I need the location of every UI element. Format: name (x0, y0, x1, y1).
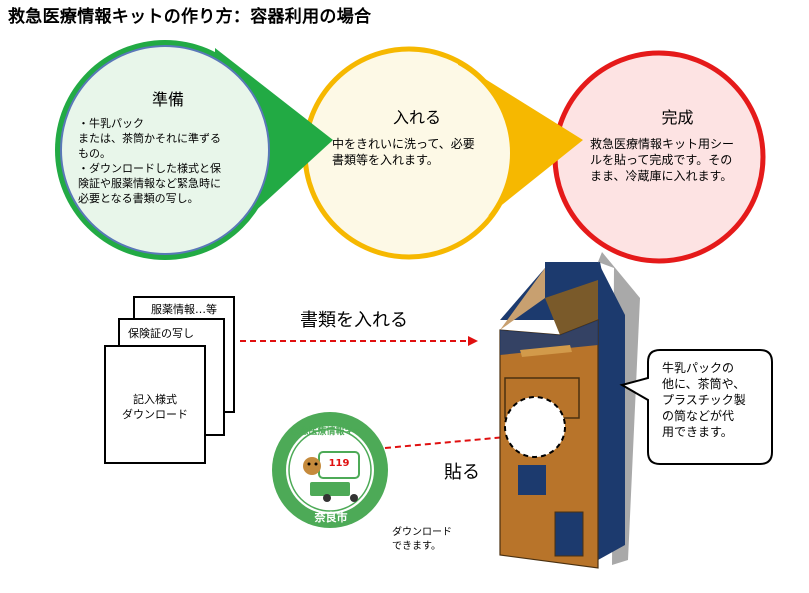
step-1-text: ・牛乳パック または、茶筒かそれに準ずる もの。 ・ダウンロードした様式と保 険… (78, 116, 258, 206)
document-label-form: 記入様式 ダウンロード (107, 392, 203, 422)
step-2-text: 中をきれいに洗って、必要 書類等を入れます。 (332, 136, 502, 168)
bubble-line: 用できます。 (662, 425, 733, 439)
step-3-line: ルを貼って完成です。その (590, 153, 733, 167)
bubble-line: プラスチック製 (662, 393, 746, 407)
step-2-circle-inner (308, 52, 510, 254)
step-1-line: ・ダウンロードした様式と保 (78, 162, 221, 175)
page-title: 救急医療情報キットの作り方：容器利用の場合 (8, 7, 372, 27)
speech-bubble-text: 牛乳パックの 他に、茶筒や、 プラスチック製 の筒などが代 用できます。 (662, 360, 772, 440)
kit-sticker (272, 412, 388, 528)
stick-label: 貼る (444, 462, 480, 483)
step-1-line: 険証や服薬情報など緊急時に (78, 177, 221, 190)
bubble-line: 他に、茶筒や、 (662, 377, 746, 391)
document-label-form-line: 記入様式 (133, 393, 177, 406)
step-3-line: まま、冷蔵庫に入れます。 (590, 169, 733, 183)
step-1: 準備 ・牛乳パック または、茶筒かそれに準ずる もの。 ・ダウンロードした様式と… (78, 86, 258, 206)
document-front (104, 345, 206, 464)
step-1-line: もの。 (78, 147, 111, 160)
step-1-line: ・牛乳パック (78, 117, 144, 130)
step-1-title: 準備 (151, 90, 184, 109)
bubble-line: の筒などが代 (662, 409, 735, 423)
step-3: 完成 救急医療情報キット用シー ルを貼って完成です。その まま、冷蔵庫に入れます… (590, 104, 765, 184)
sticker-top-text: 救急医療情報キット (290, 427, 372, 437)
step-3-title: 完成 (661, 108, 694, 127)
stick-arrow (384, 436, 507, 449)
sticker-bottom-text: 奈良市 (314, 511, 348, 524)
step-1-line: 必要となる書類の写し。 (78, 192, 199, 205)
document-label-insurance: 保険証の写し (128, 327, 194, 340)
step-2-line: 書類等を入れます。 (332, 153, 439, 167)
document-label-medication: 服薬情報…等 (151, 303, 217, 316)
step-1-circle (60, 45, 270, 255)
step-3-line: 救急医療情報キット用シー (590, 137, 735, 151)
step-2-line: 中をきれいに洗って、必要 (332, 137, 475, 151)
download-note-line: できます。 (392, 541, 441, 552)
sticker-number: 119 (328, 458, 350, 469)
sticker-placement-circle (504, 396, 566, 458)
step-2-title: 入れる (392, 108, 441, 127)
step-2: 入れる 中をきれいに洗って、必要 書類等を入れます。 (332, 104, 502, 168)
insert-arrowhead (468, 336, 478, 346)
document-label-form-line: ダウンロード (122, 408, 188, 421)
step-3-text: 救急医療情報キット用シー ルを貼って完成です。その まま、冷蔵庫に入れます。 (590, 136, 765, 184)
download-note-line: ダウンロード (392, 527, 452, 538)
insert-label: 書類を入れる (300, 310, 408, 331)
download-note: ダウンロード できます。 (392, 526, 452, 554)
speech-bubble (619, 349, 773, 465)
step-1-line: または、茶筒かそれに準ずる (78, 132, 221, 145)
bubble-line: 牛乳パックの (662, 361, 735, 375)
